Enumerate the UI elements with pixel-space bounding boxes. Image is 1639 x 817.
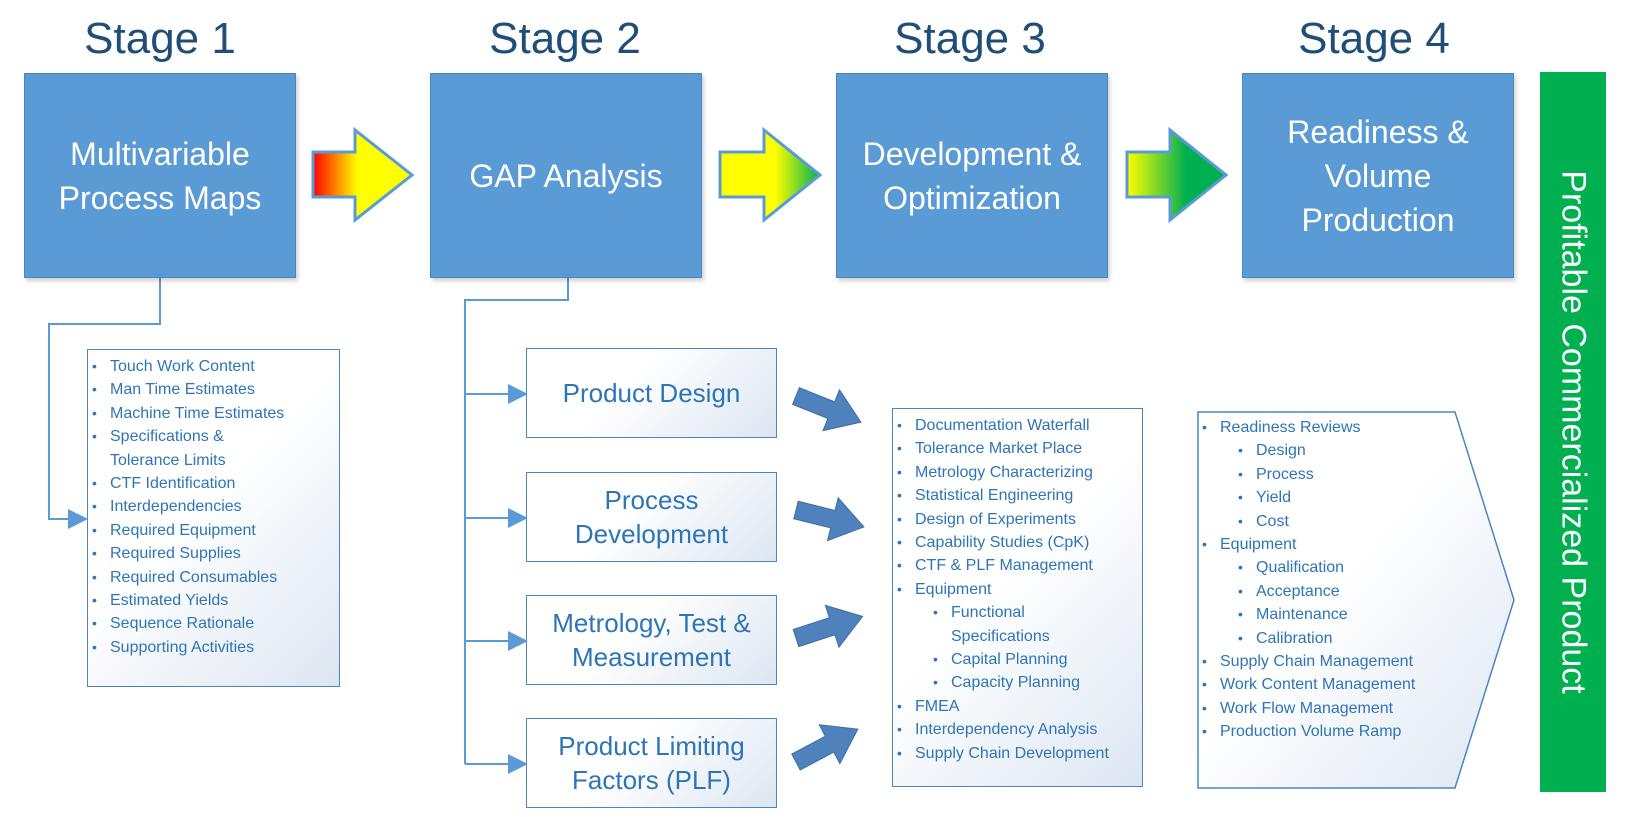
- list-item: FMEA: [893, 695, 1142, 719]
- stage-3-list-box: Documentation Waterfall Tolerance Market…: [892, 408, 1143, 787]
- stage-4-box: Readiness & Volume Production: [1242, 73, 1514, 278]
- outcome-bar: Profitable Commercialized Product: [1540, 72, 1606, 792]
- list-subitem: Functional: [893, 601, 1142, 625]
- stage-4-list: Readiness Reviews Design Process Yield C…: [1198, 412, 1458, 744]
- stage-4-label: Readiness & Volume Production: [1287, 113, 1469, 238]
- list-item: Machine Time Estimates: [88, 402, 339, 426]
- list-item: Documentation Waterfall: [893, 414, 1142, 438]
- stage-2-title: Stage 2: [489, 14, 641, 63]
- list-subitem: Specifications: [951, 627, 1050, 645]
- list-item: Design of Experiments: [893, 508, 1142, 532]
- stage-3-label: Development & Optimization: [862, 135, 1082, 216]
- list-item: Man Time Estimates: [88, 378, 339, 402]
- list-item: Statistical Engineering: [893, 484, 1142, 508]
- list-subitem: Acceptance: [1198, 580, 1458, 604]
- gap-arrow-2: [793, 496, 865, 542]
- gap-item-product-design: Product Design: [526, 348, 777, 438]
- list-subitem: Capital Planning: [893, 648, 1142, 672]
- stage-1-list: Touch Work Content Man Time Estimates Ma…: [88, 350, 339, 660]
- stage2-connector-trunk: [464, 276, 569, 764]
- stage-3-list: Documentation Waterfall Tolerance Market…: [893, 409, 1142, 766]
- list-subitem: Design: [1198, 439, 1458, 463]
- list-item: Capability Studies (CpK): [893, 531, 1142, 555]
- gap-item-process-development: Process Development: [526, 472, 777, 562]
- gap-arrow-3: [792, 604, 864, 649]
- stage-3-title: Stage 3: [894, 14, 1046, 63]
- gap-item-metrology: Metrology, Test & Measurement: [526, 595, 777, 685]
- list-item: Production Volume Ramp: [1198, 720, 1458, 744]
- list-item: Work Content Management: [1198, 673, 1458, 697]
- list-item: Touch Work Content: [88, 355, 339, 379]
- stage-3-box: Development & Optimization: [836, 73, 1108, 278]
- list-item: Work Flow Management: [1198, 697, 1458, 721]
- list-item: Interdependencies: [88, 495, 339, 519]
- list-item: Supply Chain Development: [893, 742, 1142, 766]
- list-subitem: Calibration: [1198, 627, 1458, 651]
- list-subitem: Cost: [1198, 510, 1458, 534]
- list-item: Required Supplies: [88, 542, 339, 566]
- list-item: Supporting Activities: [88, 636, 339, 660]
- list-item: Equipment: [1198, 533, 1458, 557]
- list-item: Metrology Characterizing: [893, 461, 1142, 485]
- list-subitem: Maintenance: [1198, 603, 1458, 627]
- list-subitem: Qualification: [1198, 556, 1458, 580]
- stage-1-box: Multivariable Process Maps: [24, 73, 296, 278]
- gap-arrow-4: [791, 724, 859, 771]
- stage1-connector: [48, 276, 161, 529]
- list-item: Interdependency Analysis: [893, 718, 1142, 742]
- list-item: Equipment: [893, 578, 1142, 602]
- list-item: CTF Identification: [88, 472, 339, 496]
- stage1-to-stage2-arrow: [311, 126, 415, 224]
- list-subitem: Capacity Planning: [893, 671, 1142, 695]
- list-item: Estimated Yields: [88, 589, 339, 613]
- stage-4-list-box: Readiness Reviews Design Process Yield C…: [1198, 412, 1458, 788]
- list-item: Supply Chain Management: [1198, 650, 1458, 674]
- list-subitem: Yield: [1198, 486, 1458, 510]
- stage-1-title: Stage 1: [84, 14, 236, 63]
- list-item: Readiness Reviews: [1198, 416, 1458, 440]
- stage-2-label: GAP Analysis: [469, 157, 663, 194]
- list-item: Tolerance Market Place: [893, 437, 1142, 461]
- list-item: Specifications &: [88, 425, 339, 449]
- gap-arrow-1: [791, 387, 862, 432]
- stage-1-label: Multivariable Process Maps: [58, 135, 262, 216]
- list-item: CTF & PLF Management: [893, 554, 1142, 578]
- list-item: Tolerance Limits: [110, 451, 226, 469]
- list-subitem: Process: [1198, 463, 1458, 487]
- stage2-to-stage3-arrow: [718, 126, 823, 224]
- stage-1-list-box: Touch Work Content Man Time Estimates Ma…: [87, 349, 340, 687]
- list-item: Required Equipment: [88, 519, 339, 543]
- stage-2-box: GAP Analysis: [430, 73, 702, 278]
- list-item: Required Consumables: [88, 566, 339, 590]
- outcome-label: Profitable Commercialized Product: [1554, 170, 1593, 694]
- stage-4-title: Stage 4: [1298, 14, 1450, 63]
- list-item: Sequence Rationale: [88, 612, 339, 636]
- stage3-to-stage4-arrow: [1125, 126, 1229, 224]
- gap-item-plf: Product Limiting Factors (PLF): [526, 718, 777, 808]
